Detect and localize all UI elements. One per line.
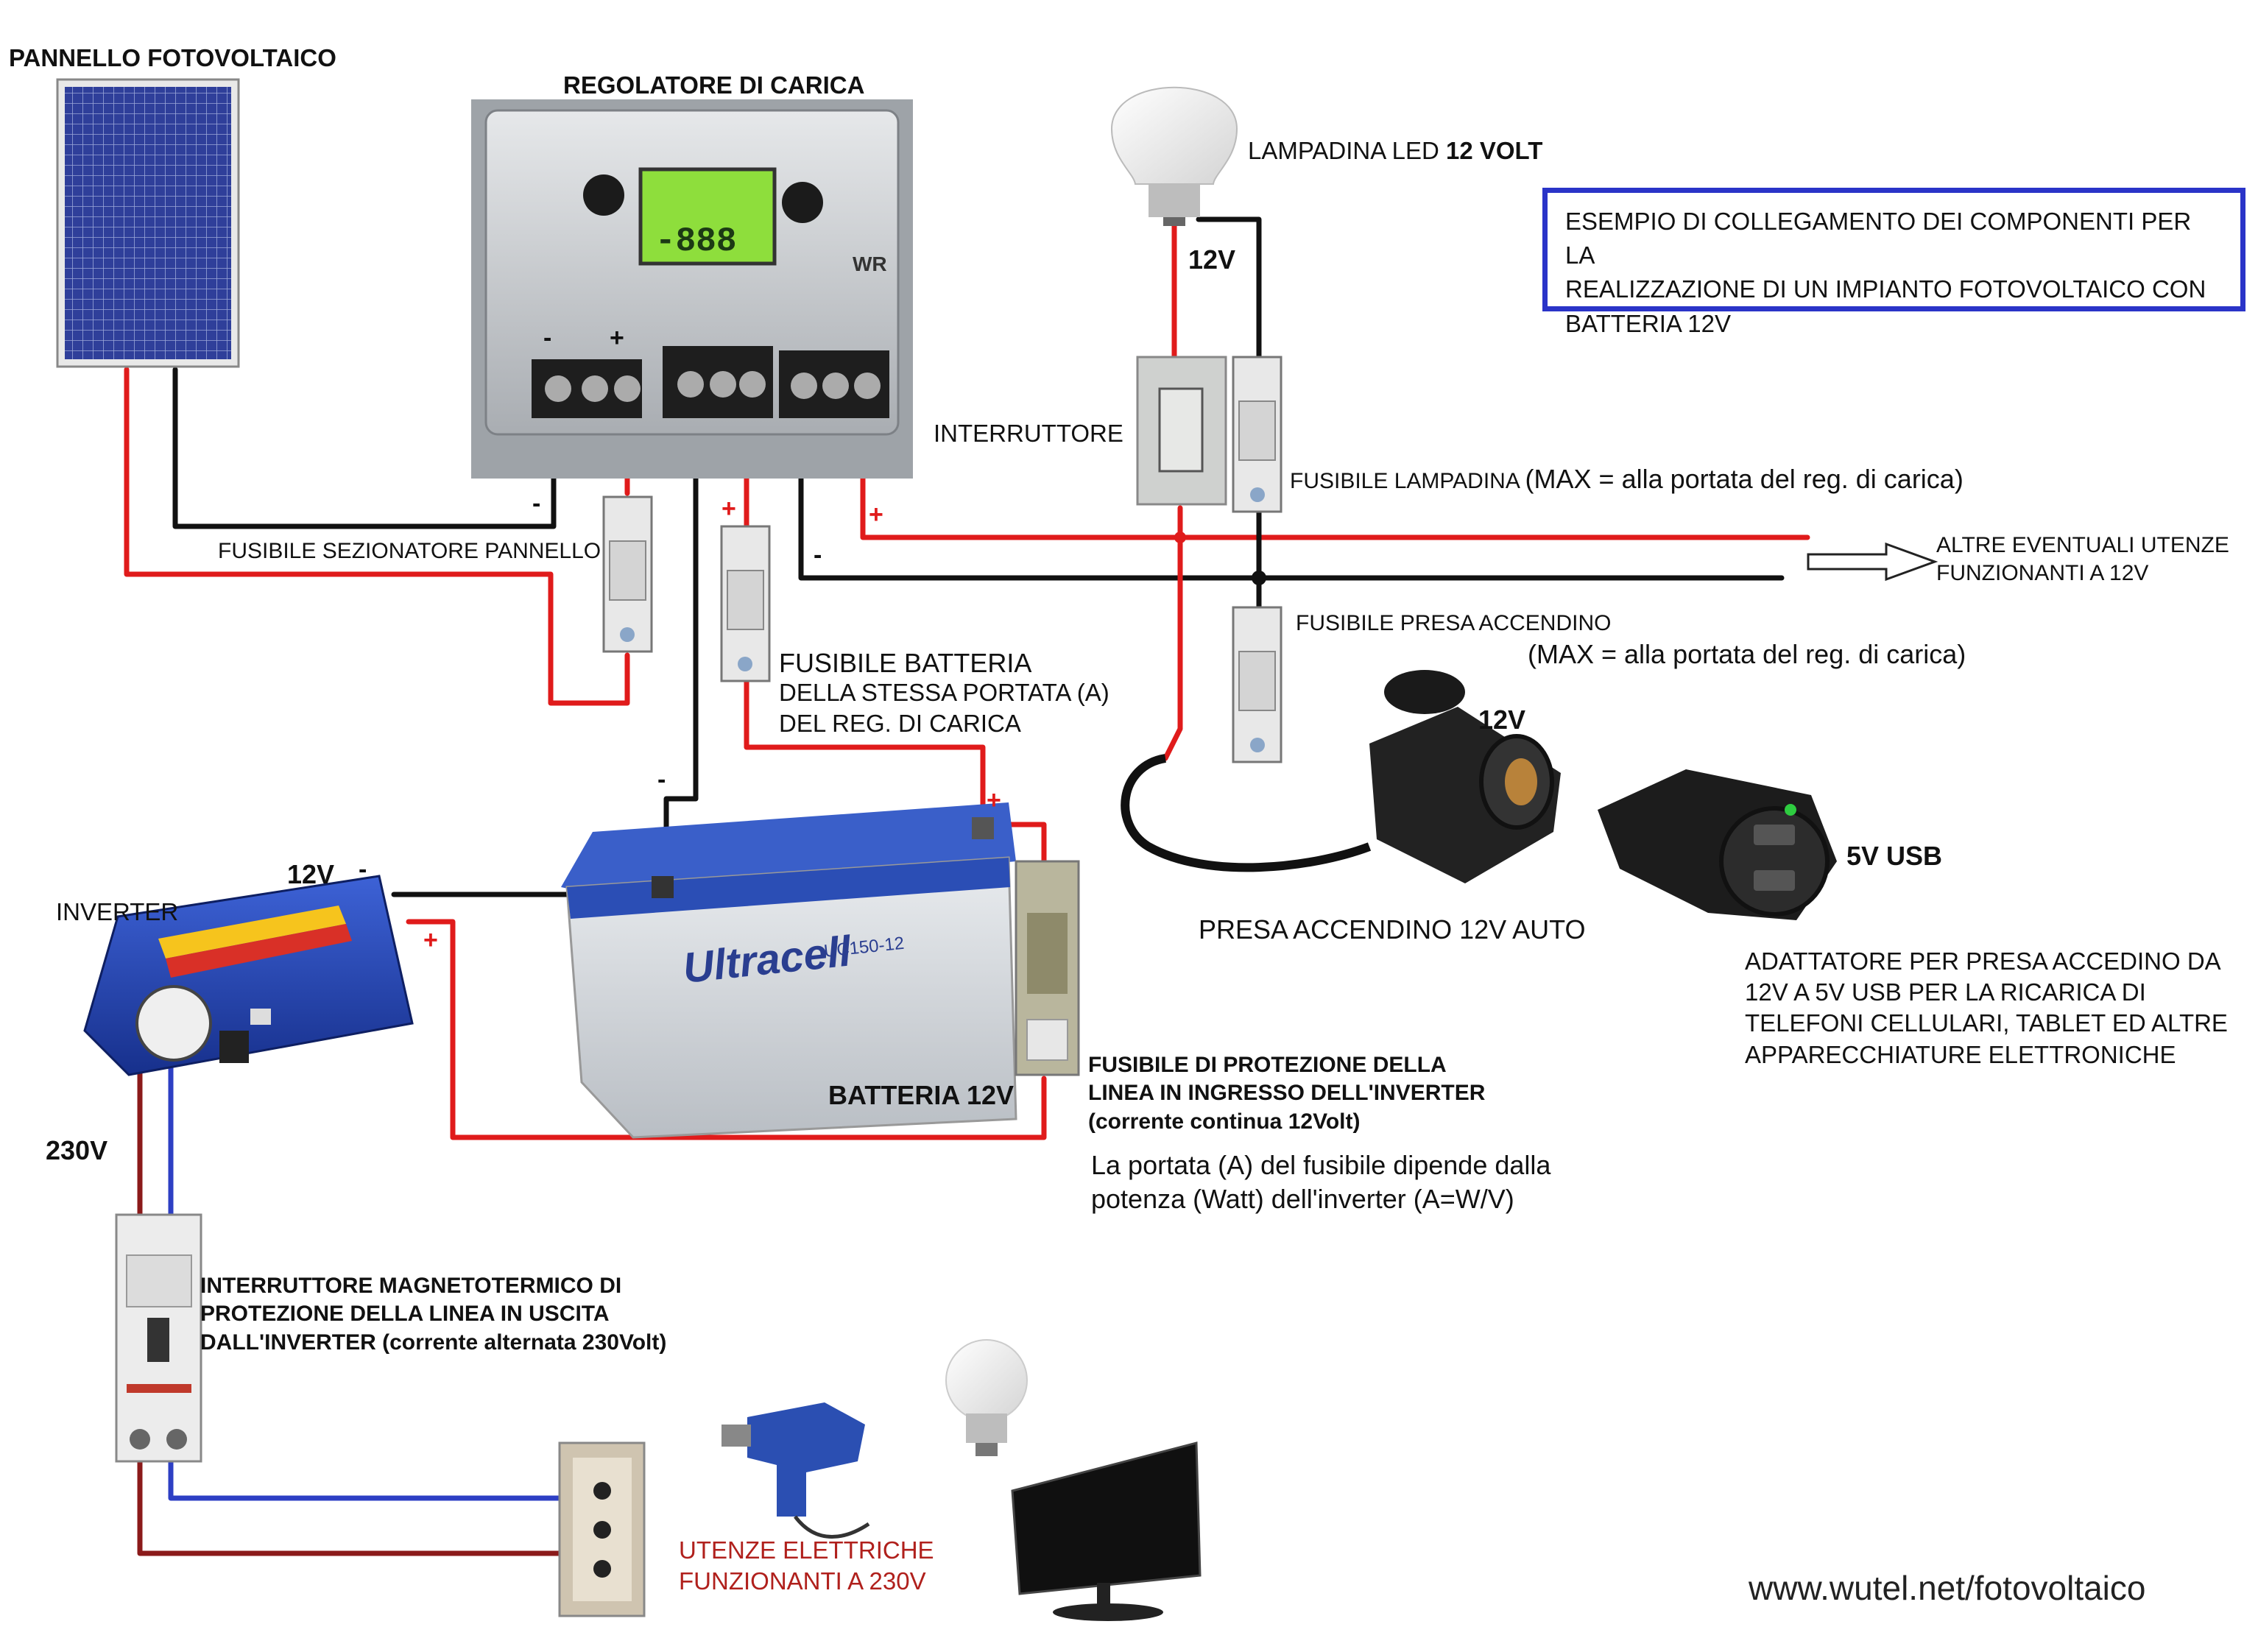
ac-voltage-label: 230V (46, 1135, 108, 1165)
inverter-positive-wire (406, 919, 1047, 1140)
switch-label: INTERRUTTORE (934, 420, 1123, 447)
charge-controller: -888 WR (471, 99, 913, 479)
inverter-positive-marker: + (423, 926, 438, 954)
socket-fuse-label: FUSIBILE PRESA ACCENDINO (1296, 611, 1612, 635)
charge-controller-label: REGOLATORE DI CARICA (563, 71, 865, 99)
fuse-holder-bulb (1232, 356, 1283, 513)
battery-fuse-title: FUSIBILE BATTERIA (779, 648, 1032, 678)
socket-positive-wire (1162, 534, 1183, 761)
solar-panel (56, 78, 240, 368)
ac-phase-wire-2 (137, 1458, 570, 1556)
inverter-fuse-to-battery-wire (1007, 822, 1047, 864)
battery-label: BATTERIA 12V (828, 1080, 1015, 1110)
bulb-negative-wire (1196, 216, 1262, 360)
load-positive-marker: + (869, 501, 883, 529)
inverter-negative-marker: - (359, 855, 367, 883)
inverter-fuse-note: La portata (A) del fusibile dipende dall… (1091, 1150, 1551, 1215)
ac-outlet-icon (135, 985, 212, 1062)
lighter-socket (1121, 670, 1561, 883)
battery-positive-marker: + (721, 495, 736, 523)
lcd-display (638, 167, 777, 266)
circuit-breaker (115, 1213, 202, 1463)
website-url: www.wutel.net/fotovoltaico (1749, 1569, 2146, 1607)
usb-adapter (1598, 769, 1837, 920)
usb-adapter-desc: ADATTATORE PER PRESA ACCEDINO DA 12V A 5… (1745, 947, 2228, 1068)
other-loads-label: ALTRE EVENTUALI UTENZE FUNZIONANTI A 12V (1936, 533, 2229, 586)
set-button-icon (782, 182, 823, 223)
lcd-text: -888 (655, 222, 736, 261)
panel-positive-wire (124, 367, 630, 706)
breaker-label: INTERRUTTORE MAGNETOTERMICO DI PROTEZION… (200, 1274, 667, 1355)
solar-panel-label: PANNELLO FOTOVOLTAICO (9, 44, 336, 71)
inverter-voltage-label: 12V (287, 859, 335, 889)
fuse-holder-battery (720, 525, 771, 682)
small-led-bulb (945, 1339, 1028, 1456)
socket-fuse-note: (MAX = alla portata del reg. di carica) (1528, 639, 1966, 669)
arrow-right-icon (1805, 541, 1938, 586)
led-bulb-label: LAMPADINA LED 12 VOLT (1248, 105, 1542, 166)
bulb-fuse-label: FUSIBILE LAMPADINA (MAX = alla portata d… (1290, 434, 1964, 496)
battery-fuse-to-battery-wire (744, 660, 986, 827)
ac-loads-label: UTENZE ELETTRICHE FUNZIONANTI A 230V (679, 1536, 934, 1595)
wiring (124, 216, 1810, 1556)
bulb-fuse-note: (MAX = alla portata del reg. di carica) (1525, 464, 1964, 495)
battery-negative-wire (663, 406, 699, 890)
mode-button-icon (583, 174, 624, 216)
controller-brand: WR (853, 253, 887, 275)
tv-monitor (1011, 1441, 1202, 1621)
inverter-fuse (1015, 860, 1080, 1076)
panel-negative-marker: - (532, 490, 541, 518)
inverter-fuse-label: FUSIBILE DI PROTEZIONE DELLA LINEA IN IN… (1088, 1053, 1486, 1134)
load-negative-marker: - (814, 541, 822, 569)
bulb-voltage-label: 12V (1188, 244, 1236, 275)
bulb-fuse-label-prefix: FUSIBILE LAMPADINA (1290, 469, 1525, 494)
info-box-text: ESEMPIO DI COLLEGAMENTO DEI COMPONENTI P… (1565, 208, 2206, 337)
panel-terminal-plus-marker: + (610, 324, 624, 352)
battery: Ultracell UC150-12 (561, 802, 1017, 1139)
battery-fuse-desc: DELLA STESSA PORTATA (A) DEL REG. DI CAR… (779, 679, 1109, 738)
wall-outlet (558, 1441, 646, 1617)
ac-neutral-wire-2 (168, 1458, 566, 1501)
light-switch (1136, 356, 1227, 506)
panel-fuse-label: FUSIBILE SEZIONATORE PANNELLO (218, 539, 601, 563)
socket-name-label: PRESA ACCENDINO 12V AUTO (1199, 914, 1586, 945)
fuse-holder-socket (1232, 606, 1283, 763)
junction-dot (1174, 532, 1186, 543)
battery-terminal-positive-marker: + (987, 786, 1001, 814)
fuse-holder-panel (602, 495, 653, 653)
led-bulb-label-bold: 12 VOLT (1445, 137, 1543, 165)
inverter-label: INVERTER (56, 898, 179, 925)
socket-voltage-label: 12V (1478, 705, 1526, 735)
power-drill (721, 1402, 870, 1539)
led-bulb (1110, 86, 1238, 226)
info-box: ESEMPIO DI COLLEGAMENTO DEI COMPONENTI P… (1542, 188, 2245, 337)
led-bulb-label-prefix: LAMPADINA LED (1248, 137, 1446, 165)
junction-dot (1252, 571, 1266, 585)
usb-label: 5V USB (1846, 841, 1943, 871)
battery-negative-marker: - (657, 766, 666, 794)
panel-terminal-minus-marker: - (543, 324, 552, 352)
inverter (83, 875, 414, 1076)
